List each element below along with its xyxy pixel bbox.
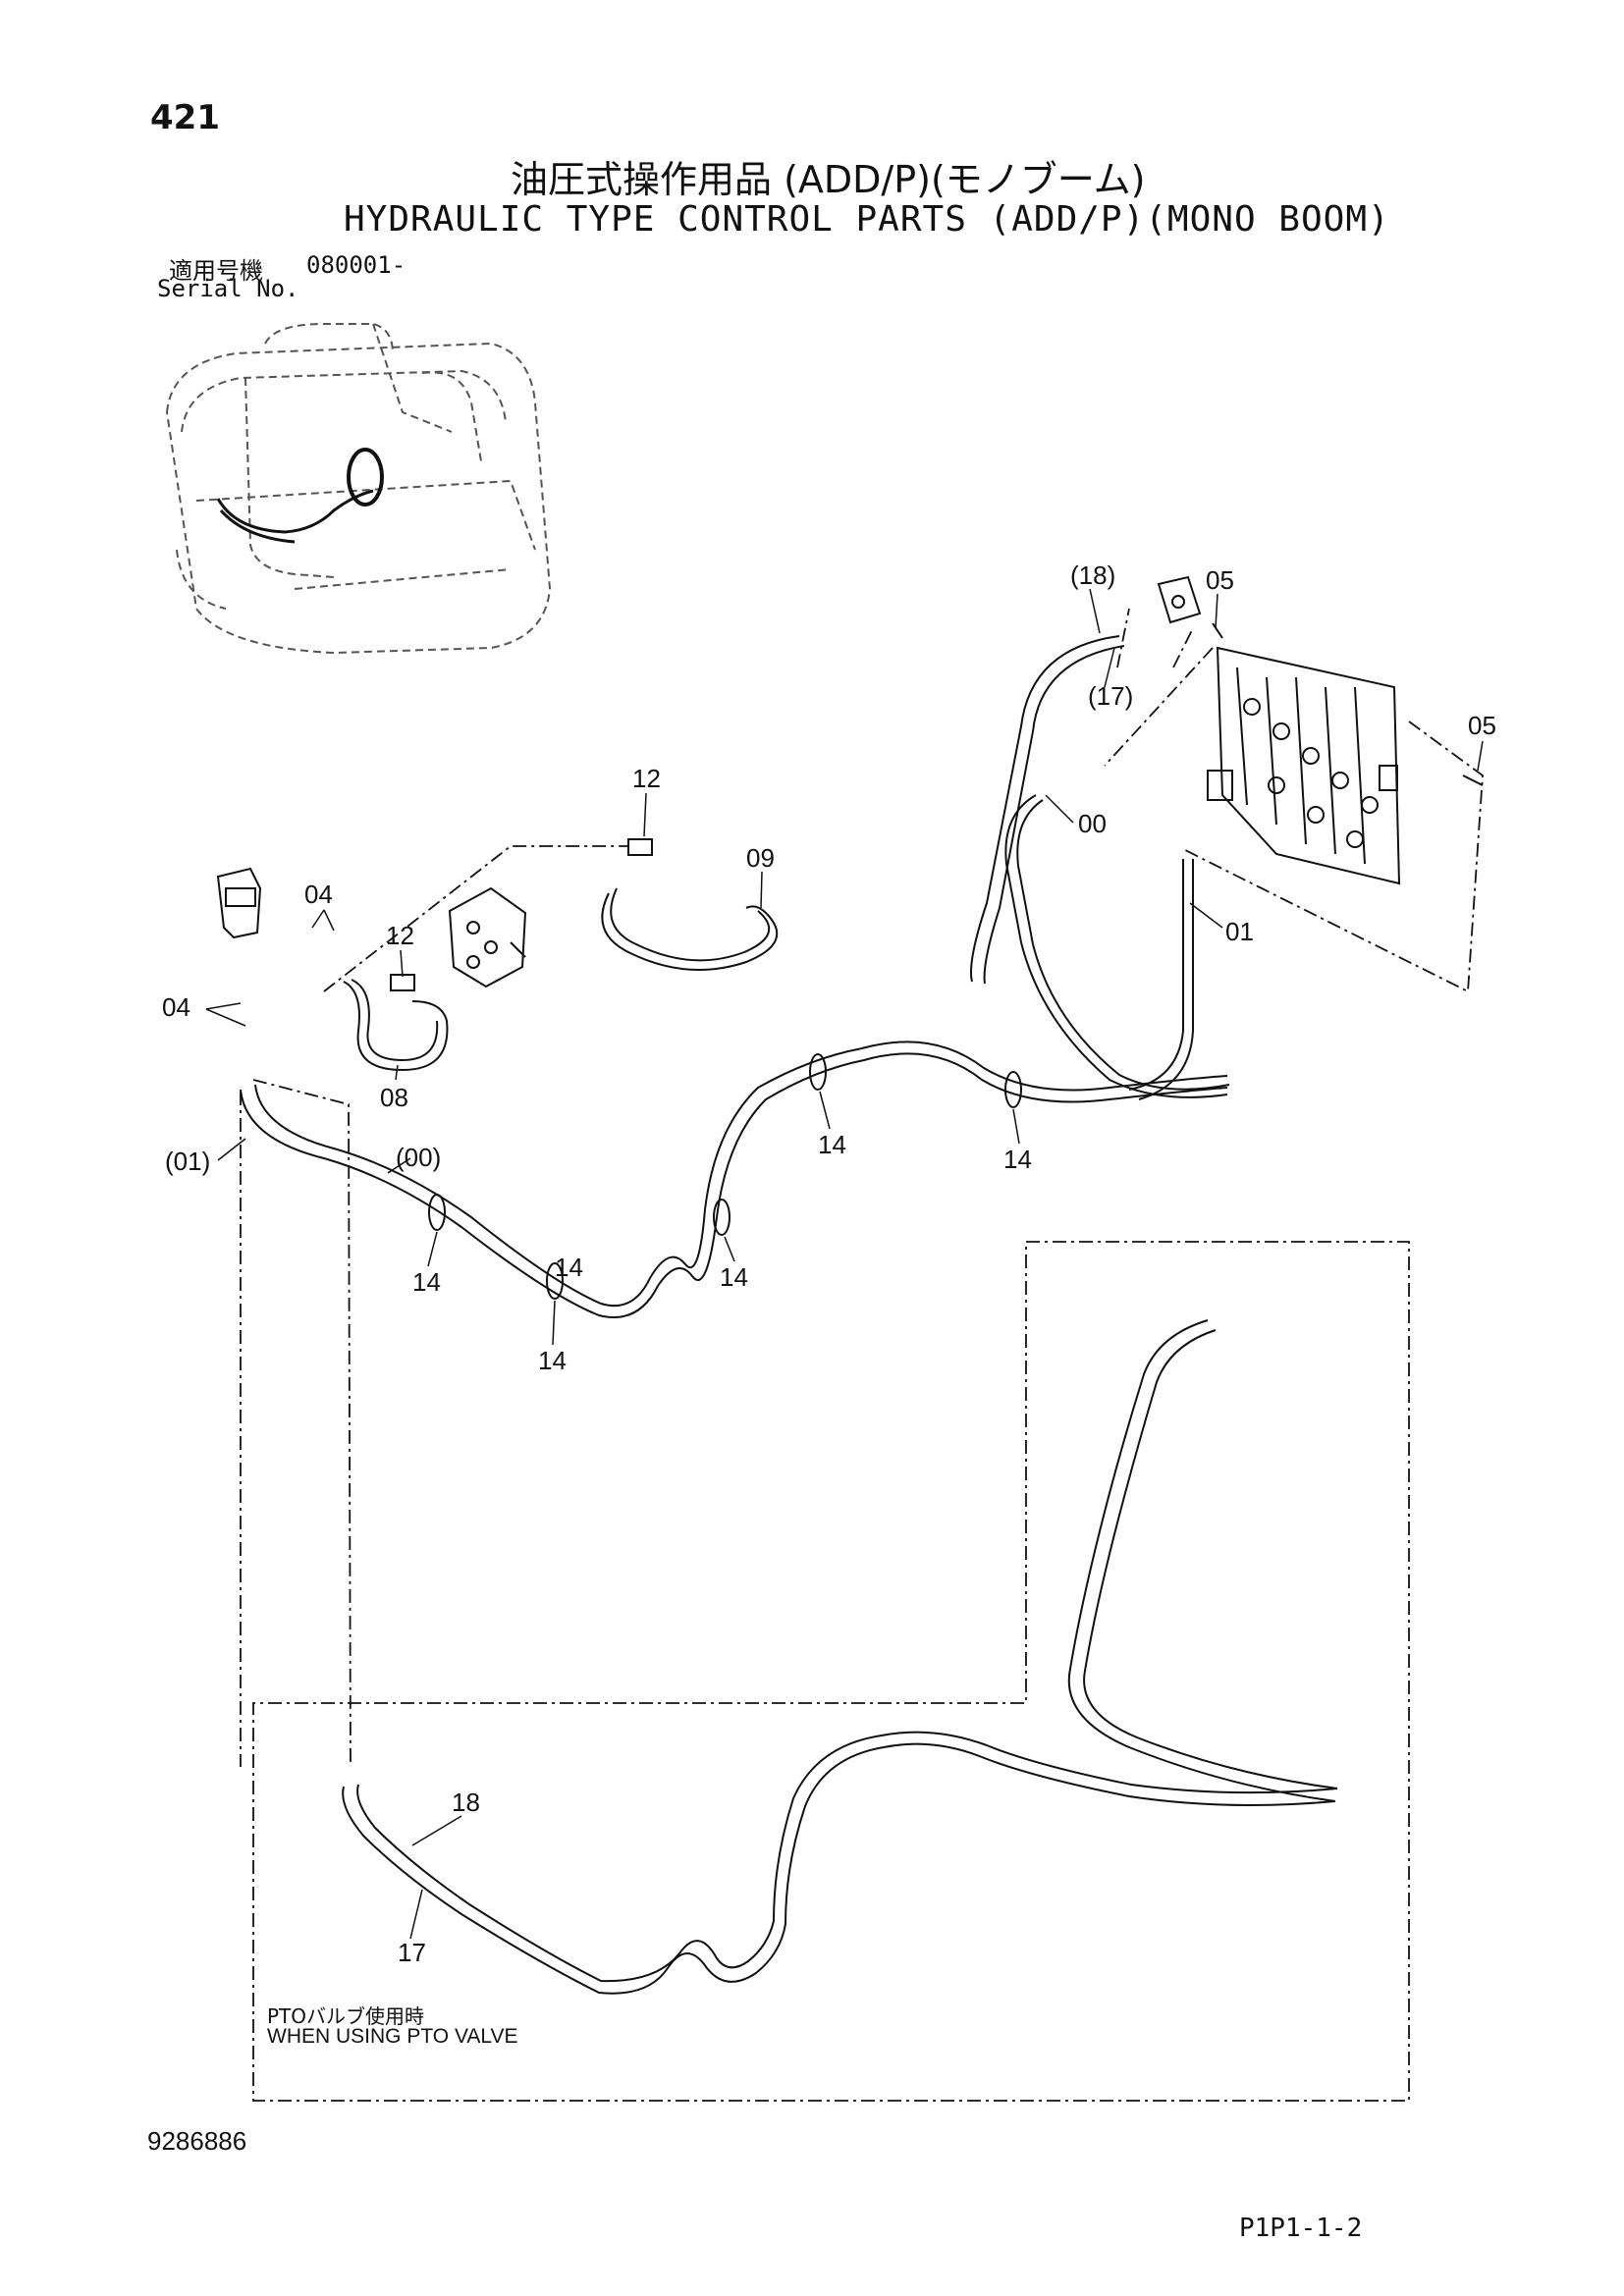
valve-block-drawing (448, 886, 527, 988)
callout-label: (18) (1070, 561, 1115, 590)
leader-lines (205, 588, 1484, 1940)
serial-label-english: Serial No. (157, 275, 299, 302)
callout-label: 05 (1468, 711, 1496, 740)
callout-label: 09 (746, 843, 775, 873)
callout-label: 00 (1078, 809, 1107, 838)
pto-note-japanese: PTOバルブ使用時 (267, 2004, 425, 2028)
callout-label: 04 (162, 992, 190, 1022)
pto-valve-top-drawing (1157, 575, 1484, 786)
dashed-reference-lines (240, 608, 1484, 2102)
serial-number-value: 080001- (306, 251, 406, 279)
pressure-switch-drawing (390, 838, 653, 991)
machine-overview-drawing (165, 323, 552, 655)
pto-note-english: WHEN USING PTO VALVE (267, 2025, 518, 2048)
callout-label: 12 (632, 764, 661, 793)
callout-label: (17) (1088, 681, 1133, 711)
page-code: P1P1-1-2 (1239, 2214, 1363, 2243)
callout-label: 14 (412, 1267, 441, 1297)
title-english: HYDRAULIC TYPE CONTROL PARTS (ADD/P)(MON… (344, 199, 1390, 240)
pilot-lever-drawing (216, 867, 262, 939)
callout-label: 14 (818, 1130, 846, 1159)
callout-label: 18 (452, 1788, 480, 1817)
control-valve-drawing (1207, 646, 1401, 885)
callout-label: 04 (304, 880, 333, 909)
callout-label: 01 (1225, 917, 1254, 946)
callout-label: 05 (1206, 565, 1234, 595)
callout-label: 14 (1003, 1145, 1032, 1174)
callout-label: (01) (165, 1147, 210, 1176)
callout-label: 14 (555, 1253, 583, 1282)
callout-label: 14 (538, 1346, 567, 1375)
document-number: 9286886 (147, 2126, 247, 2156)
callout-labels: (18) 05 (17) 05 00 01 12 09 04 12 04 08 … (162, 561, 1496, 1967)
serial-label-japanese: 適用号機 (169, 257, 263, 285)
callout-label: 17 (398, 1938, 426, 1967)
callout-label: 12 (386, 921, 414, 950)
callout-label: 08 (380, 1083, 408, 1112)
hydraulic-hoses (240, 635, 1338, 1995)
callout-label: (00) (396, 1143, 441, 1172)
machine-overview-harness (216, 448, 384, 544)
page-number: 421 (150, 98, 220, 137)
callout-label: 14 (720, 1262, 748, 1292)
hose-clamps (428, 1053, 1022, 1300)
title-japanese: 油圧式操作用品 (ADD/P)(モノブーム) (511, 158, 1146, 201)
